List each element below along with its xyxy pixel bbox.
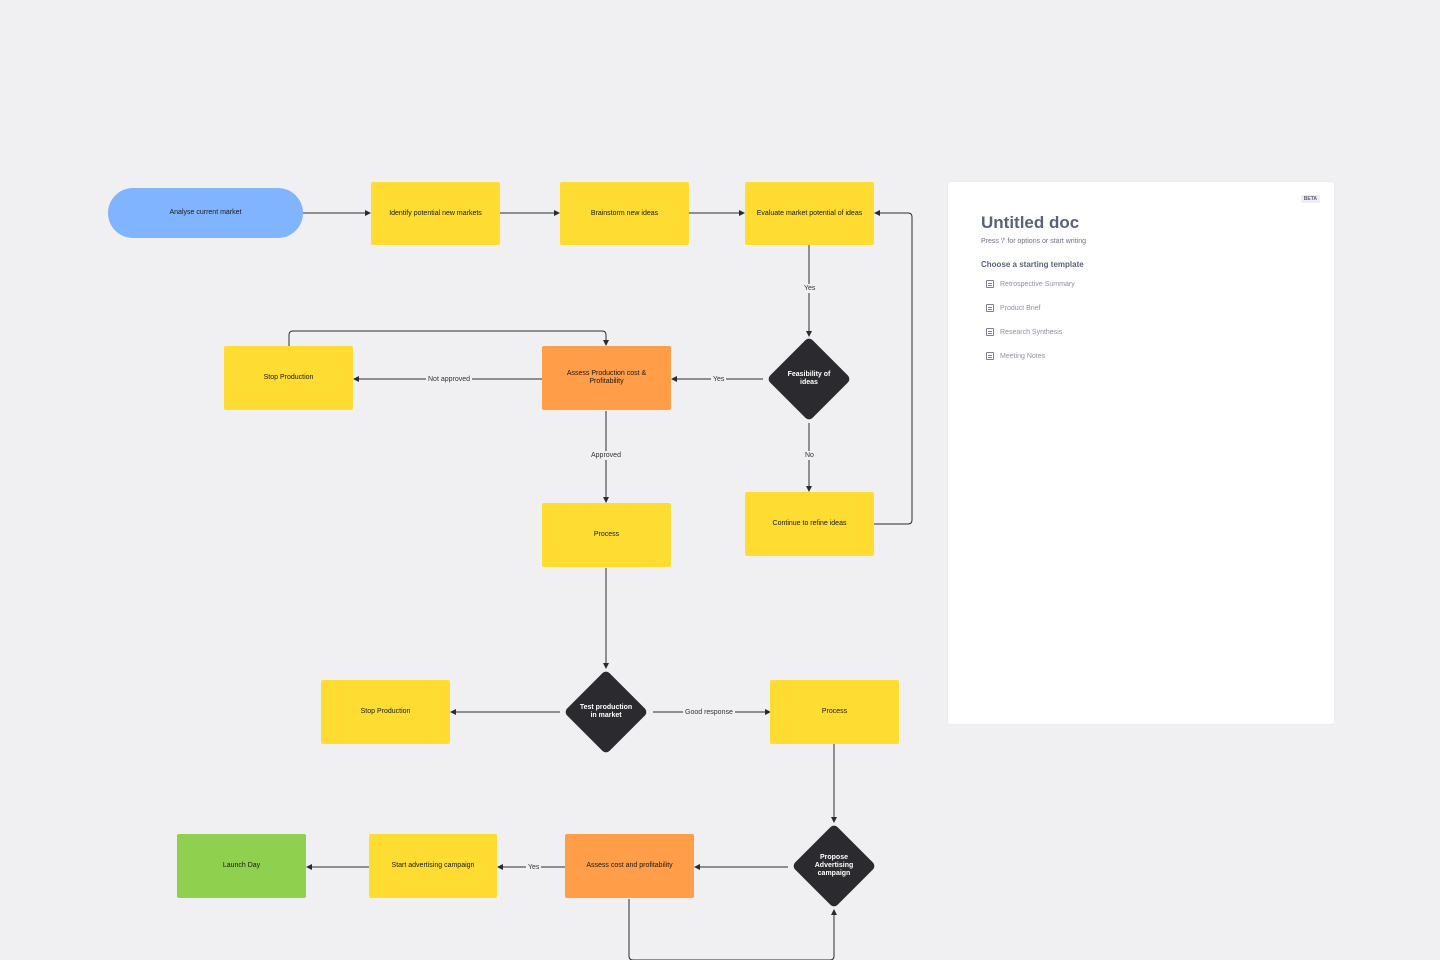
beta-badge: BETA [1300,195,1320,203]
node-process-2[interactable]: Process [770,680,899,744]
document-icon [986,328,994,336]
node-test-production[interactable]: Test production in market [560,669,653,755]
template-label: Research Synthesis [1000,328,1063,336]
node-identify-markets[interactable]: Identify potential new markets [371,182,500,245]
node-brainstorm[interactable]: Brainstorm new ideas [560,182,689,245]
node-launch-day[interactable]: Launch Day [177,834,306,898]
document-icon [986,280,994,288]
document-icon [986,352,994,360]
document-icon [986,304,994,312]
edge-label-good-response: Good response [683,708,735,717]
template-meeting-notes[interactable]: Meeting Notes [986,352,1045,360]
node-evaluate[interactable]: Evaluate market potential of ideas [745,182,874,245]
node-assess-cost[interactable]: Assess cost and profitability [565,834,694,898]
template-heading: Choose a starting template [981,260,1084,269]
doc-title[interactable]: Untitled doc [981,213,1080,232]
template-label: Meeting Notes [1000,352,1046,360]
node-label: Feasibility of ideas [787,371,831,386]
node-process-1[interactable]: Process [542,503,671,567]
node-propose-advertising[interactable]: Propose Advertising campaign [788,823,881,909]
edge-label-yes: Yes [802,284,818,293]
node-assess-production[interactable]: Assess Production cost & Profitability [542,346,671,410]
template-retrospective-summary[interactable]: Retrospective Summary [986,280,1075,288]
template-label: Retrospective Summary [1000,280,1075,288]
connector-refine-evaluate [874,210,913,525]
doc-hint: Press '/' for options or start writing [981,238,1086,245]
template-label: Product Brief [1000,304,1041,312]
edge-label-not-approved: Not approved [426,375,473,384]
node-stop-production-1[interactable]: Stop Production [224,346,353,410]
node-label: Test production in market [579,704,633,719]
doc-panel[interactable]: BETA Untitled doc Press '/' for options … [948,182,1334,724]
edge-label-no: No [803,451,816,460]
node-stop-production-2[interactable]: Stop Production [321,680,450,744]
connector-stop-loop [288,330,609,346]
edge-label-approved: Approved [589,451,623,460]
node-label: Propose Advertising campaign [814,854,854,877]
node-refine-ideas[interactable]: Continue to refine ideas [745,492,874,556]
connector-assess-loop [628,899,837,960]
edge-label-yes: Yes [526,863,542,872]
node-start-advertising[interactable]: Start advertising campaign [369,834,497,898]
template-product-brief[interactable]: Product Brief [986,304,1040,312]
node-feasibility[interactable]: Feasibility of ideas [763,336,855,422]
template-research-synthesis[interactable]: Research Synthesis [986,328,1062,336]
node-analyse-market[interactable]: Analyse current market [108,188,303,238]
edge-label-yes: Yes [711,375,727,384]
